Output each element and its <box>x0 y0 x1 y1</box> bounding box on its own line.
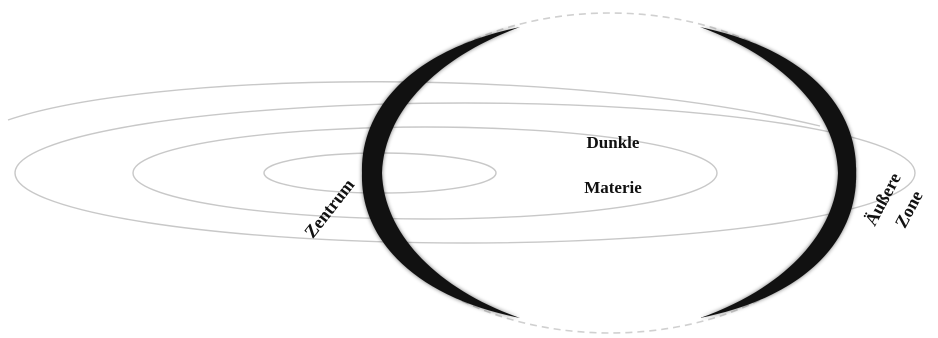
halo-right-crescent <box>700 27 856 318</box>
label-dunkle: Dunkle <box>587 133 640 152</box>
halo-shell <box>362 27 856 318</box>
label-zentrum: Zentrum <box>300 175 358 242</box>
orbit-ring-3 <box>15 103 915 243</box>
galaxy-orbits <box>8 82 915 243</box>
halo-right-crescent-shadow <box>700 27 856 318</box>
label-materie: Materie <box>584 178 642 197</box>
